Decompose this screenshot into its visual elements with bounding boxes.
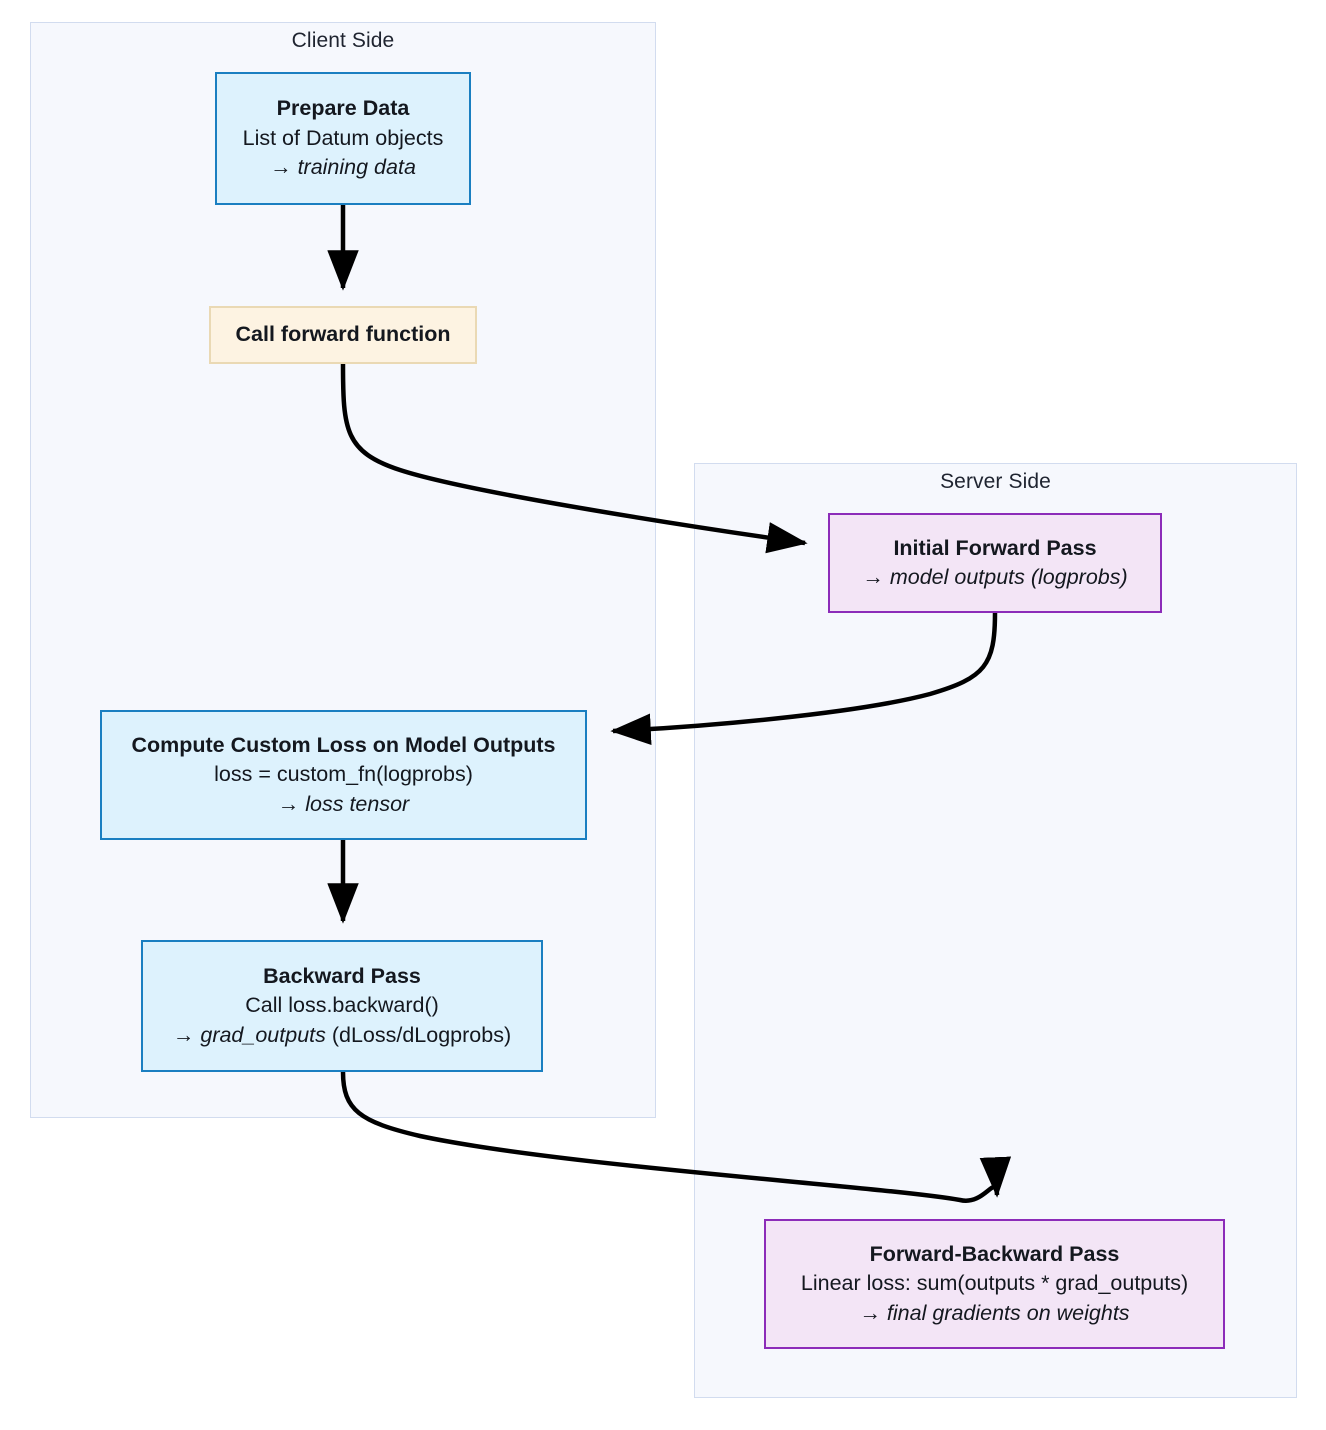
node-compute-custom-loss-line3: → loss tensor — [278, 790, 409, 819]
arrow-glyph: → — [862, 565, 890, 589]
node-prepare-data[interactable]: Prepare Data List of Datum objects → tra… — [215, 72, 471, 205]
node-compute-custom-loss-output: loss tensor — [305, 791, 410, 816]
node-backward-pass-title: Backward Pass — [263, 963, 421, 988]
node-backward-pass[interactable]: Backward Pass Call loss.backward() → gra… — [141, 940, 543, 1072]
node-prepare-data-line2: List of Datum objects — [242, 125, 444, 150]
node-backward-pass-output: grad_outputs — [200, 1022, 326, 1047]
node-forward-backward-pass-line3: → final gradients on weights — [859, 1299, 1129, 1328]
arrow-glyph: → — [277, 791, 306, 816]
node-call-forward-function-title: Call forward function — [235, 322, 451, 347]
node-prepare-data-line3: → training data — [270, 153, 416, 182]
subgraph-server-side-label: Server Side — [940, 470, 1051, 493]
node-compute-custom-loss-line2: loss = custom_fn(logprobs) — [214, 762, 473, 787]
node-forward-backward-pass-line2: Linear loss: sum(outputs * grad_outputs) — [800, 1271, 1189, 1296]
node-compute-custom-loss-title: Compute Custom Loss on Model Outputs — [131, 732, 556, 757]
node-initial-forward-pass-output: model outputs (logprobs) — [889, 565, 1128, 589]
node-backward-pass-line3-rest: (dLoss/dLogprobs) — [325, 1022, 512, 1047]
node-initial-forward-pass-line3: → model outputs (logprobs) — [862, 563, 1127, 592]
node-initial-forward-pass-title: Initial Forward Pass — [893, 535, 1097, 560]
node-call-forward-function[interactable]: Call forward function — [209, 306, 477, 364]
node-forward-backward-pass-title: Forward-Backward Pass — [869, 1241, 1120, 1266]
node-initial-forward-pass[interactable]: Initial Forward Pass → model outputs (lo… — [828, 513, 1162, 613]
node-compute-custom-loss[interactable]: Compute Custom Loss on Model Outputs los… — [100, 710, 587, 840]
arrow-glyph: → — [859, 1300, 887, 1325]
node-backward-pass-line3: → grad_outputs (dLoss/dLogprobs) — [173, 1021, 511, 1050]
node-backward-pass-line2: Call loss.backward() — [245, 993, 439, 1018]
node-forward-backward-pass-output: final gradients on weights — [886, 1300, 1130, 1325]
node-prepare-data-output: training data — [297, 155, 416, 180]
node-prepare-data-title: Prepare Data — [276, 96, 410, 121]
subgraph-client-side-label: Client Side — [291, 29, 395, 52]
arrow-glyph: → — [270, 155, 298, 180]
arrow-glyph: → — [172, 1022, 201, 1047]
node-forward-backward-pass[interactable]: Forward-Backward Pass Linear loss: sum(o… — [764, 1219, 1225, 1349]
